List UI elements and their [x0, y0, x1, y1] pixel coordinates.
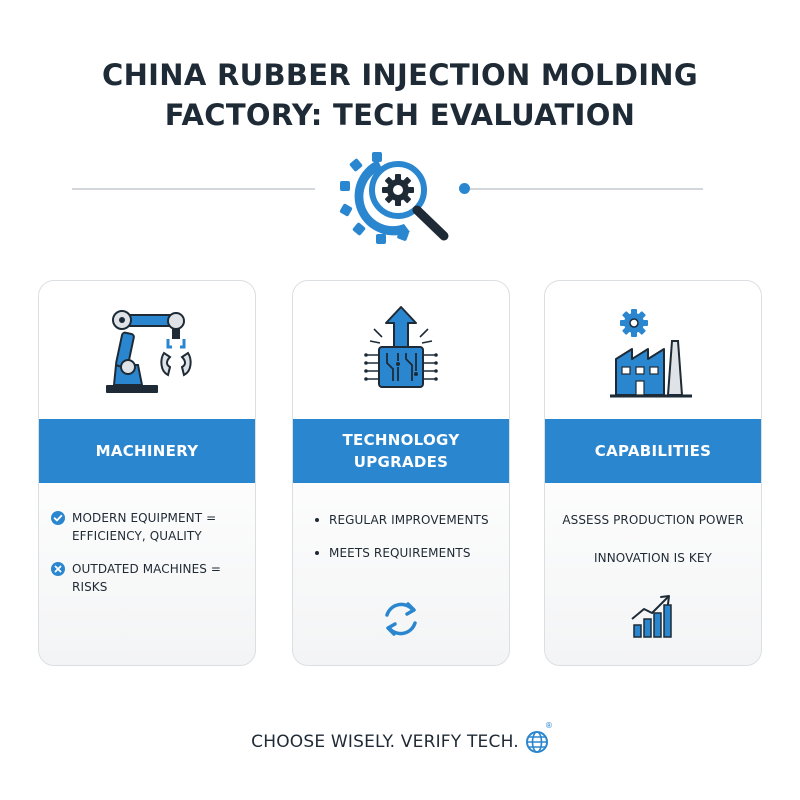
- list-item-text: ASSESS PRODUCTION POWER: [562, 513, 744, 527]
- card-machinery: MACHINERY MODERN EQUIPMENT = EFFICIENCY,…: [38, 280, 256, 666]
- list-item-text: MODERN EQUIPMENT = EFFICIENCY, QUALITY: [72, 511, 217, 543]
- list-item: ASSESS PRODUCTION POWER: [545, 511, 761, 529]
- growth-chart-icon: [545, 591, 761, 641]
- list-item: MODERN EQUIPMENT = EFFICIENCY, QUALITY: [39, 509, 255, 545]
- list-item-text: MEETS REQUIREMENTS: [329, 546, 471, 560]
- card-title: TECHNOLOGY UPGRADES: [342, 431, 460, 471]
- refresh-cycle-icon: [293, 597, 509, 641]
- footer-tagline: CHOOSE WISELY. VERIFY TECH.: [251, 732, 519, 752]
- card-header-capabilities: CAPABILITIES: [545, 419, 761, 483]
- list-item-text: INNOVATION IS KEY: [593, 551, 712, 565]
- factory-gear-icon: [545, 301, 761, 411]
- card-title: CAPABILITIES: [594, 442, 712, 460]
- card-list: ASSESS PRODUCTION POWER INNOVATION IS KE…: [545, 511, 761, 567]
- list-item: INNOVATION IS KEY: [545, 549, 761, 567]
- card-header-machinery: MACHINERY: [39, 419, 255, 483]
- list-item: REGULAR IMPROVEMENTS: [293, 511, 509, 529]
- card-title: MACHINERY: [95, 442, 199, 460]
- bullet-icon: [315, 551, 319, 555]
- list-item-text: OUTDATED MACHINES = RISKS: [72, 562, 222, 594]
- card-technology-upgrades: TECHNOLOGY UPGRADES REGULAR IMPROVEMENTS…: [292, 280, 510, 666]
- divider-left: [72, 188, 315, 190]
- title-line-2: FACTORY: TECH EVALUATION: [164, 98, 636, 132]
- chip-upgrade-arrow-icon: [293, 301, 509, 411]
- card-list: MODERN EQUIPMENT = EFFICIENCY, QUALITY O…: [39, 509, 255, 596]
- card-header-technology-upgrades: TECHNOLOGY UPGRADES: [293, 419, 509, 483]
- x-circle-icon: [51, 562, 65, 576]
- bullet-icon: [315, 518, 319, 522]
- robotic-arm-icon: [39, 301, 255, 411]
- title-line-1: CHINA RUBBER INJECTION MOLDING: [102, 58, 698, 92]
- registered-mark: ®: [544, 721, 553, 730]
- list-item: OUTDATED MACHINES = RISKS: [39, 560, 255, 596]
- divider-right: [470, 188, 703, 190]
- divider-dot: [459, 183, 470, 194]
- list-item: MEETS REQUIREMENTS: [293, 544, 509, 562]
- card-list: REGULAR IMPROVEMENTS MEETS REQUIREMENTS: [293, 511, 509, 562]
- card-capabilities: CAPABILITIES ASSESS PRODUCTION POWER INN…: [544, 280, 762, 666]
- magnifying-glass-gear-icon: [338, 150, 460, 246]
- footer: CHOOSE WISELY. VERIFY TECH. ®: [0, 722, 800, 754]
- globe-icon: ®: [525, 722, 553, 754]
- check-circle-icon: [51, 511, 65, 525]
- list-item-text: REGULAR IMPROVEMENTS: [329, 513, 489, 527]
- page-title: CHINA RUBBER INJECTION MOLDING FACTORY: …: [0, 55, 800, 135]
